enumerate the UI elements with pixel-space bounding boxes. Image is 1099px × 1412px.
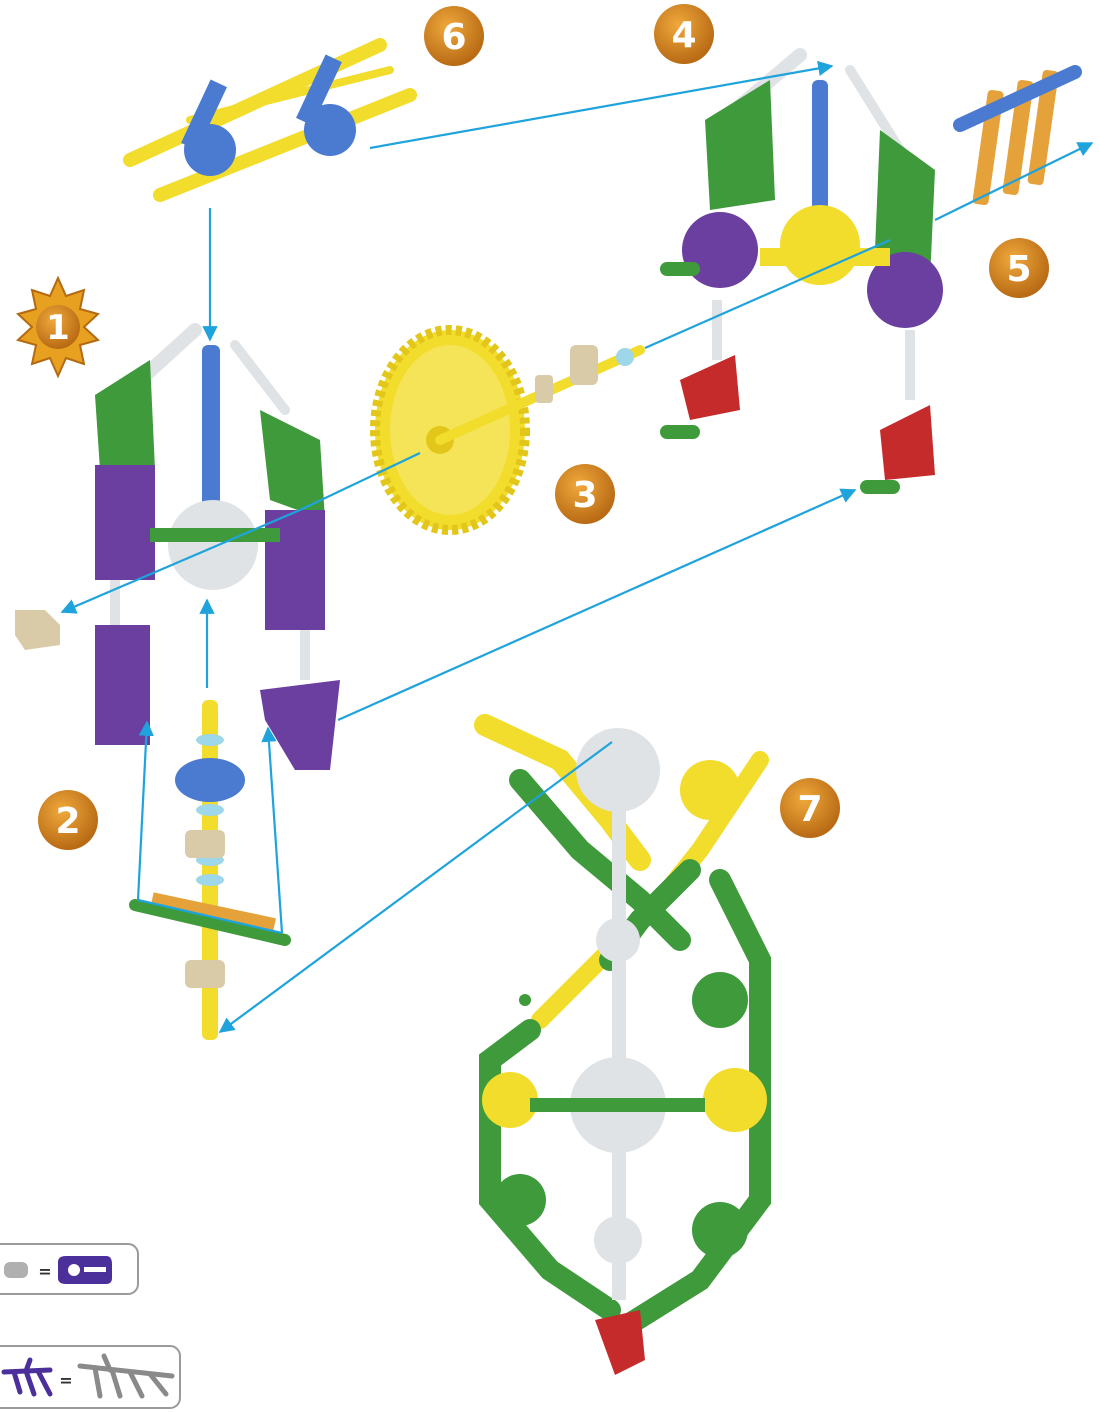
arrow-2-left bbox=[138, 722, 147, 900]
svg-text:6: 6 bbox=[441, 17, 466, 58]
arrow-2-right bbox=[268, 728, 282, 933]
svg-text:4: 4 bbox=[671, 15, 696, 56]
subassembly-5 bbox=[960, 69, 1075, 205]
svg-text:1: 1 bbox=[46, 308, 70, 348]
svg-text:=: = bbox=[38, 1262, 51, 1281]
step-badge-5: 5 bbox=[989, 238, 1049, 298]
subassembly-6 bbox=[130, 45, 410, 195]
svg-text:5: 5 bbox=[1006, 249, 1031, 290]
gray-connector-icon bbox=[4, 1262, 28, 1278]
svg-text:3: 3 bbox=[572, 475, 597, 516]
svg-text:=: = bbox=[59, 1371, 72, 1390]
purple-connector-icon bbox=[58, 1256, 112, 1284]
subassembly-4 bbox=[660, 55, 943, 494]
substitution-note-2: = bbox=[0, 1346, 180, 1408]
step-badge-2: 2 bbox=[38, 790, 98, 850]
subassembly-2 bbox=[135, 700, 285, 1040]
step-badge-1: 1 bbox=[18, 278, 98, 376]
substitution-note-1: = bbox=[0, 1244, 138, 1294]
svg-text:2: 2 bbox=[55, 801, 80, 842]
step-badge-4: 4 bbox=[654, 4, 714, 64]
step-badge-7: 7 bbox=[780, 778, 840, 838]
step-badge-6: 6 bbox=[424, 6, 484, 66]
step-badge-3: 3 bbox=[555, 464, 615, 524]
subassembly-1 bbox=[15, 330, 340, 770]
svg-text:7: 7 bbox=[797, 789, 822, 830]
subassembly-7 bbox=[482, 725, 767, 1375]
